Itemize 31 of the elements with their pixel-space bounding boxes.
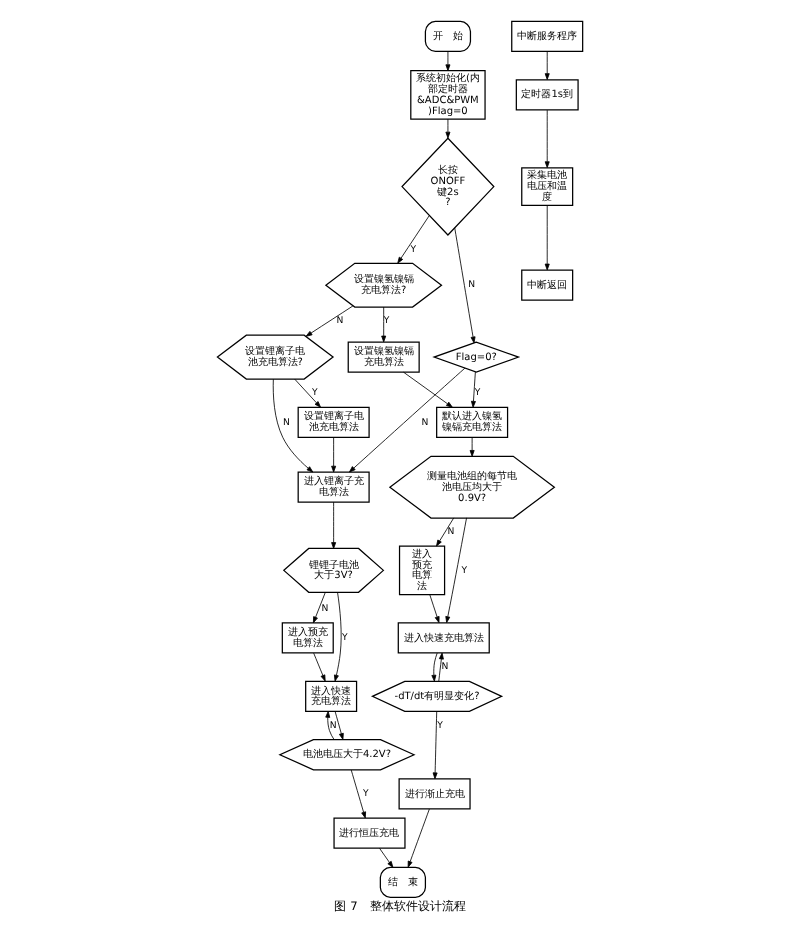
arrow	[407, 808, 430, 868]
arrow	[471, 371, 476, 408]
arrow	[438, 652, 444, 682]
arrow	[334, 711, 344, 740]
arrow	[431, 652, 438, 682]
arrow	[544, 205, 550, 271]
arrow	[313, 652, 326, 682]
arrow	[379, 847, 394, 868]
arrow	[445, 517, 467, 623]
arrow	[381, 306, 387, 343]
arrow	[544, 109, 550, 168]
arrow	[294, 378, 321, 408]
arrow	[454, 227, 476, 344]
arrow	[403, 371, 453, 408]
arrow	[429, 594, 440, 623]
arrow	[331, 437, 337, 473]
arrow	[312, 592, 326, 624]
arrow	[397, 215, 430, 264]
arrow	[272, 378, 314, 473]
arrow	[350, 769, 367, 819]
arrow	[331, 501, 337, 549]
arrow	[305, 305, 354, 337]
arrow	[544, 51, 550, 80]
arrow	[325, 711, 335, 741]
arrow	[436, 517, 455, 547]
arrow	[432, 711, 438, 780]
arrow	[445, 118, 451, 139]
arrow	[334, 592, 342, 682]
arrow	[445, 51, 451, 72]
arrow	[349, 367, 466, 473]
arrow	[469, 437, 475, 457]
